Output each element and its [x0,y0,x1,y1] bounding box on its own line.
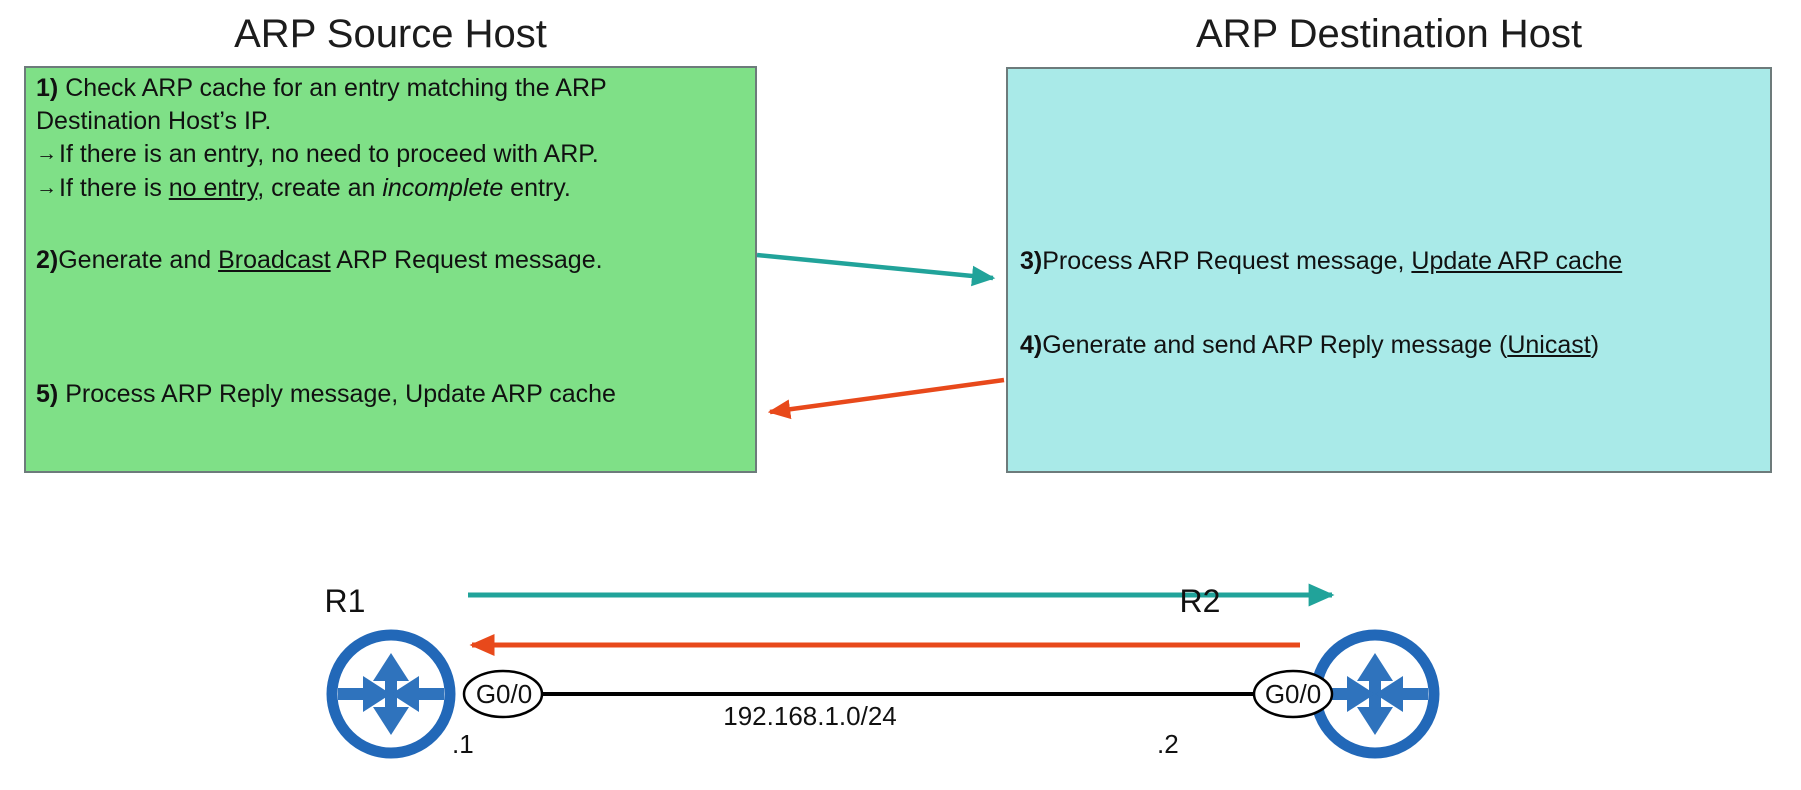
page-title-destination-host: ARP Destination Host [1195,12,1583,56]
step-1-substep-1: If there is an entry, no need to proceed… [59,140,599,168]
step-3-underlined: Update ARP cache [1411,247,1623,275]
right-arrow-glyph-icon: → [36,142,57,165]
interface-label-r2: G0/0 [1264,679,1322,709]
step-1-line-1: Check ARP cache for an entry matching th… [65,74,607,102]
ip-last-octet-r2: .2 [1157,729,1179,759]
step-2-underlined: Broadcast [218,246,331,274]
destination-host-box [1006,67,1772,473]
step-4-part-b: ) [1590,331,1600,359]
step-2-part-a: Generate and [58,246,219,274]
step-1-text: 1) Check ARP cache for an entry matching… [36,72,726,206]
step-3-text: 3)Process ARP Request message, Update AR… [1020,245,1760,278]
step-1-number: 1) [36,74,59,102]
step-4-text: 4)Generate and send ARP Reply message (U… [1020,329,1760,362]
router-label-r1: R1 [324,583,366,619]
interface-ellipse-r1 [462,669,544,719]
page-title-source-host: ARP Source Host [234,12,547,56]
step-1-substep-2-part-b: , create an [257,174,383,202]
step-2-number: 2) [36,246,59,274]
interface-label-r1: G0/0 [475,679,533,709]
step-1-substep-2-italic: incomplete [382,174,504,202]
ip-last-octet-r1: .1 [452,729,474,759]
arp-request-arrow-boxes [756,252,996,287]
step-3-part-a: Process ARP Request message, [1042,247,1412,275]
source-host-box [24,66,757,473]
step-4-underlined: Unicast [1507,331,1591,359]
interface-ellipse-r2 [1252,669,1334,719]
router-label-r2: R2 [1179,583,1221,619]
step-5-number: 5) [36,380,59,408]
step-2-text: 2)Generate and Broadcast ARP Request mes… [36,244,726,277]
step-1-substep-2-underlined: no entry [168,174,258,202]
arp-reply-arrow-boxes [767,377,1005,420]
right-arrow-glyph-icon: → [36,176,57,199]
step-5-body: Process ARP Reply message, Update ARP ca… [65,380,616,408]
step-4-number: 4) [1020,331,1043,359]
step-5-text: 5) Process ARP Reply message, Update ARP… [36,378,726,411]
router-icon-r2[interactable] [1310,629,1440,759]
step-3-number: 3) [1020,247,1043,275]
subnet-label: 192.168.1.0/24 [723,701,897,731]
router-icon-r1[interactable] [326,629,456,759]
step-1-substep-2-part-c: entry. [503,174,571,202]
step-1-line-2: Destination Host’s IP. [36,107,272,135]
step-1-substep-2-part-a: If there is [59,174,169,202]
step-4-part-a: Generate and send ARP Reply message ( [1042,331,1508,359]
step-2-part-b: ARP Request message. [330,246,603,274]
